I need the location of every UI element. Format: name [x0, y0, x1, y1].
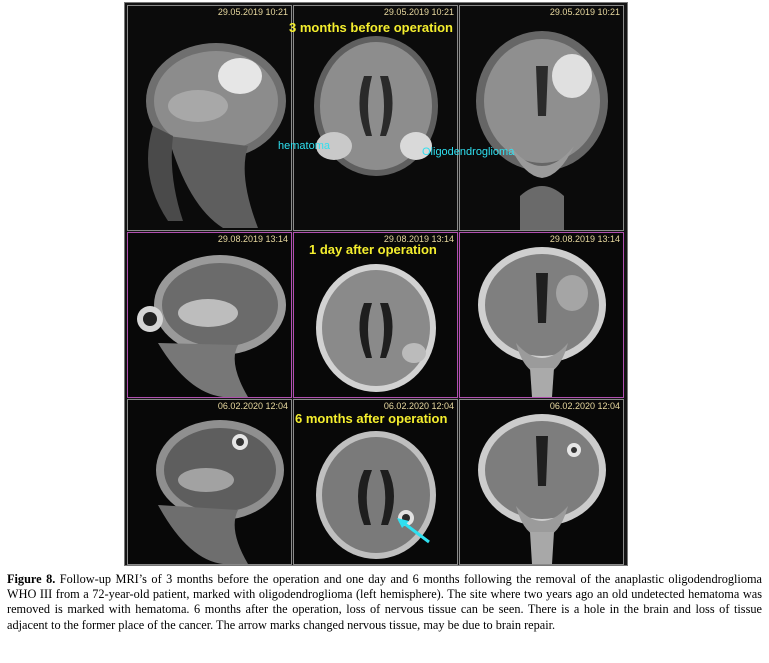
caption-label: Figure 8. [7, 572, 56, 586]
mri-coronal-6months: 06.02.2020 12:04 [459, 399, 624, 565]
timestamp: 29.05.2019 10:21 [217, 7, 288, 17]
timestamp: 29.08.2019 13:14 [383, 234, 454, 244]
mri-image [128, 6, 291, 230]
timestamp: 29.08.2019 13:14 [549, 234, 620, 244]
label-6-months-after: 6 months after operation [295, 411, 448, 426]
hematoma-label: hematoma [278, 140, 330, 152]
label-before-operation: 3 months before operation [289, 20, 453, 35]
mri-sagittal-pre: 29.05.2019 10:21 [127, 5, 292, 231]
timestamp: 29.05.2019 10:21 [383, 7, 454, 17]
mri-image [128, 400, 291, 564]
mri-image [294, 6, 457, 230]
timestamp: 29.05.2019 10:21 [549, 7, 620, 17]
arrow-icon [397, 518, 430, 544]
mri-image [460, 233, 623, 397]
timestamp: 06.02.2020 12:04 [549, 401, 620, 411]
mri-axial-pre: 29.05.2019 10:21 [293, 5, 458, 231]
mri-image [460, 6, 623, 230]
oligodendroglioma-label: Oligodendroglioma [422, 146, 515, 158]
mri-image [460, 400, 623, 564]
mri-image [294, 233, 457, 397]
mri-sagittal-6months: 06.02.2020 12:04 [127, 399, 292, 565]
timestamp: 06.02.2020 12:04 [383, 401, 454, 411]
mri-image [128, 233, 291, 397]
mri-image [294, 400, 457, 564]
figure-caption: Figure 8. Follow-up MRI’s of 3 months be… [7, 572, 762, 633]
mri-axial-1day: 29.08.2019 13:14 [293, 232, 458, 398]
timestamp: 29.08.2019 13:14 [217, 234, 288, 244]
label-1-day-after: 1 day after operation [309, 242, 437, 257]
mri-axial-6months: 06.02.2020 12:04 [293, 399, 458, 565]
mri-sagittal-1day: 29.08.2019 13:14 [127, 232, 292, 398]
timestamp: 06.02.2020 12:04 [217, 401, 288, 411]
mri-coronal-1day: 29.08.2019 13:14 [459, 232, 624, 398]
mri-coronal-pre: 29.05.2019 10:21 [459, 5, 624, 231]
caption-text: Follow-up MRI’s of 3 months before the o… [7, 572, 763, 632]
mri-figure: 29.05.2019 10:21 29.05.2019 10:21 29.05.… [124, 2, 628, 566]
